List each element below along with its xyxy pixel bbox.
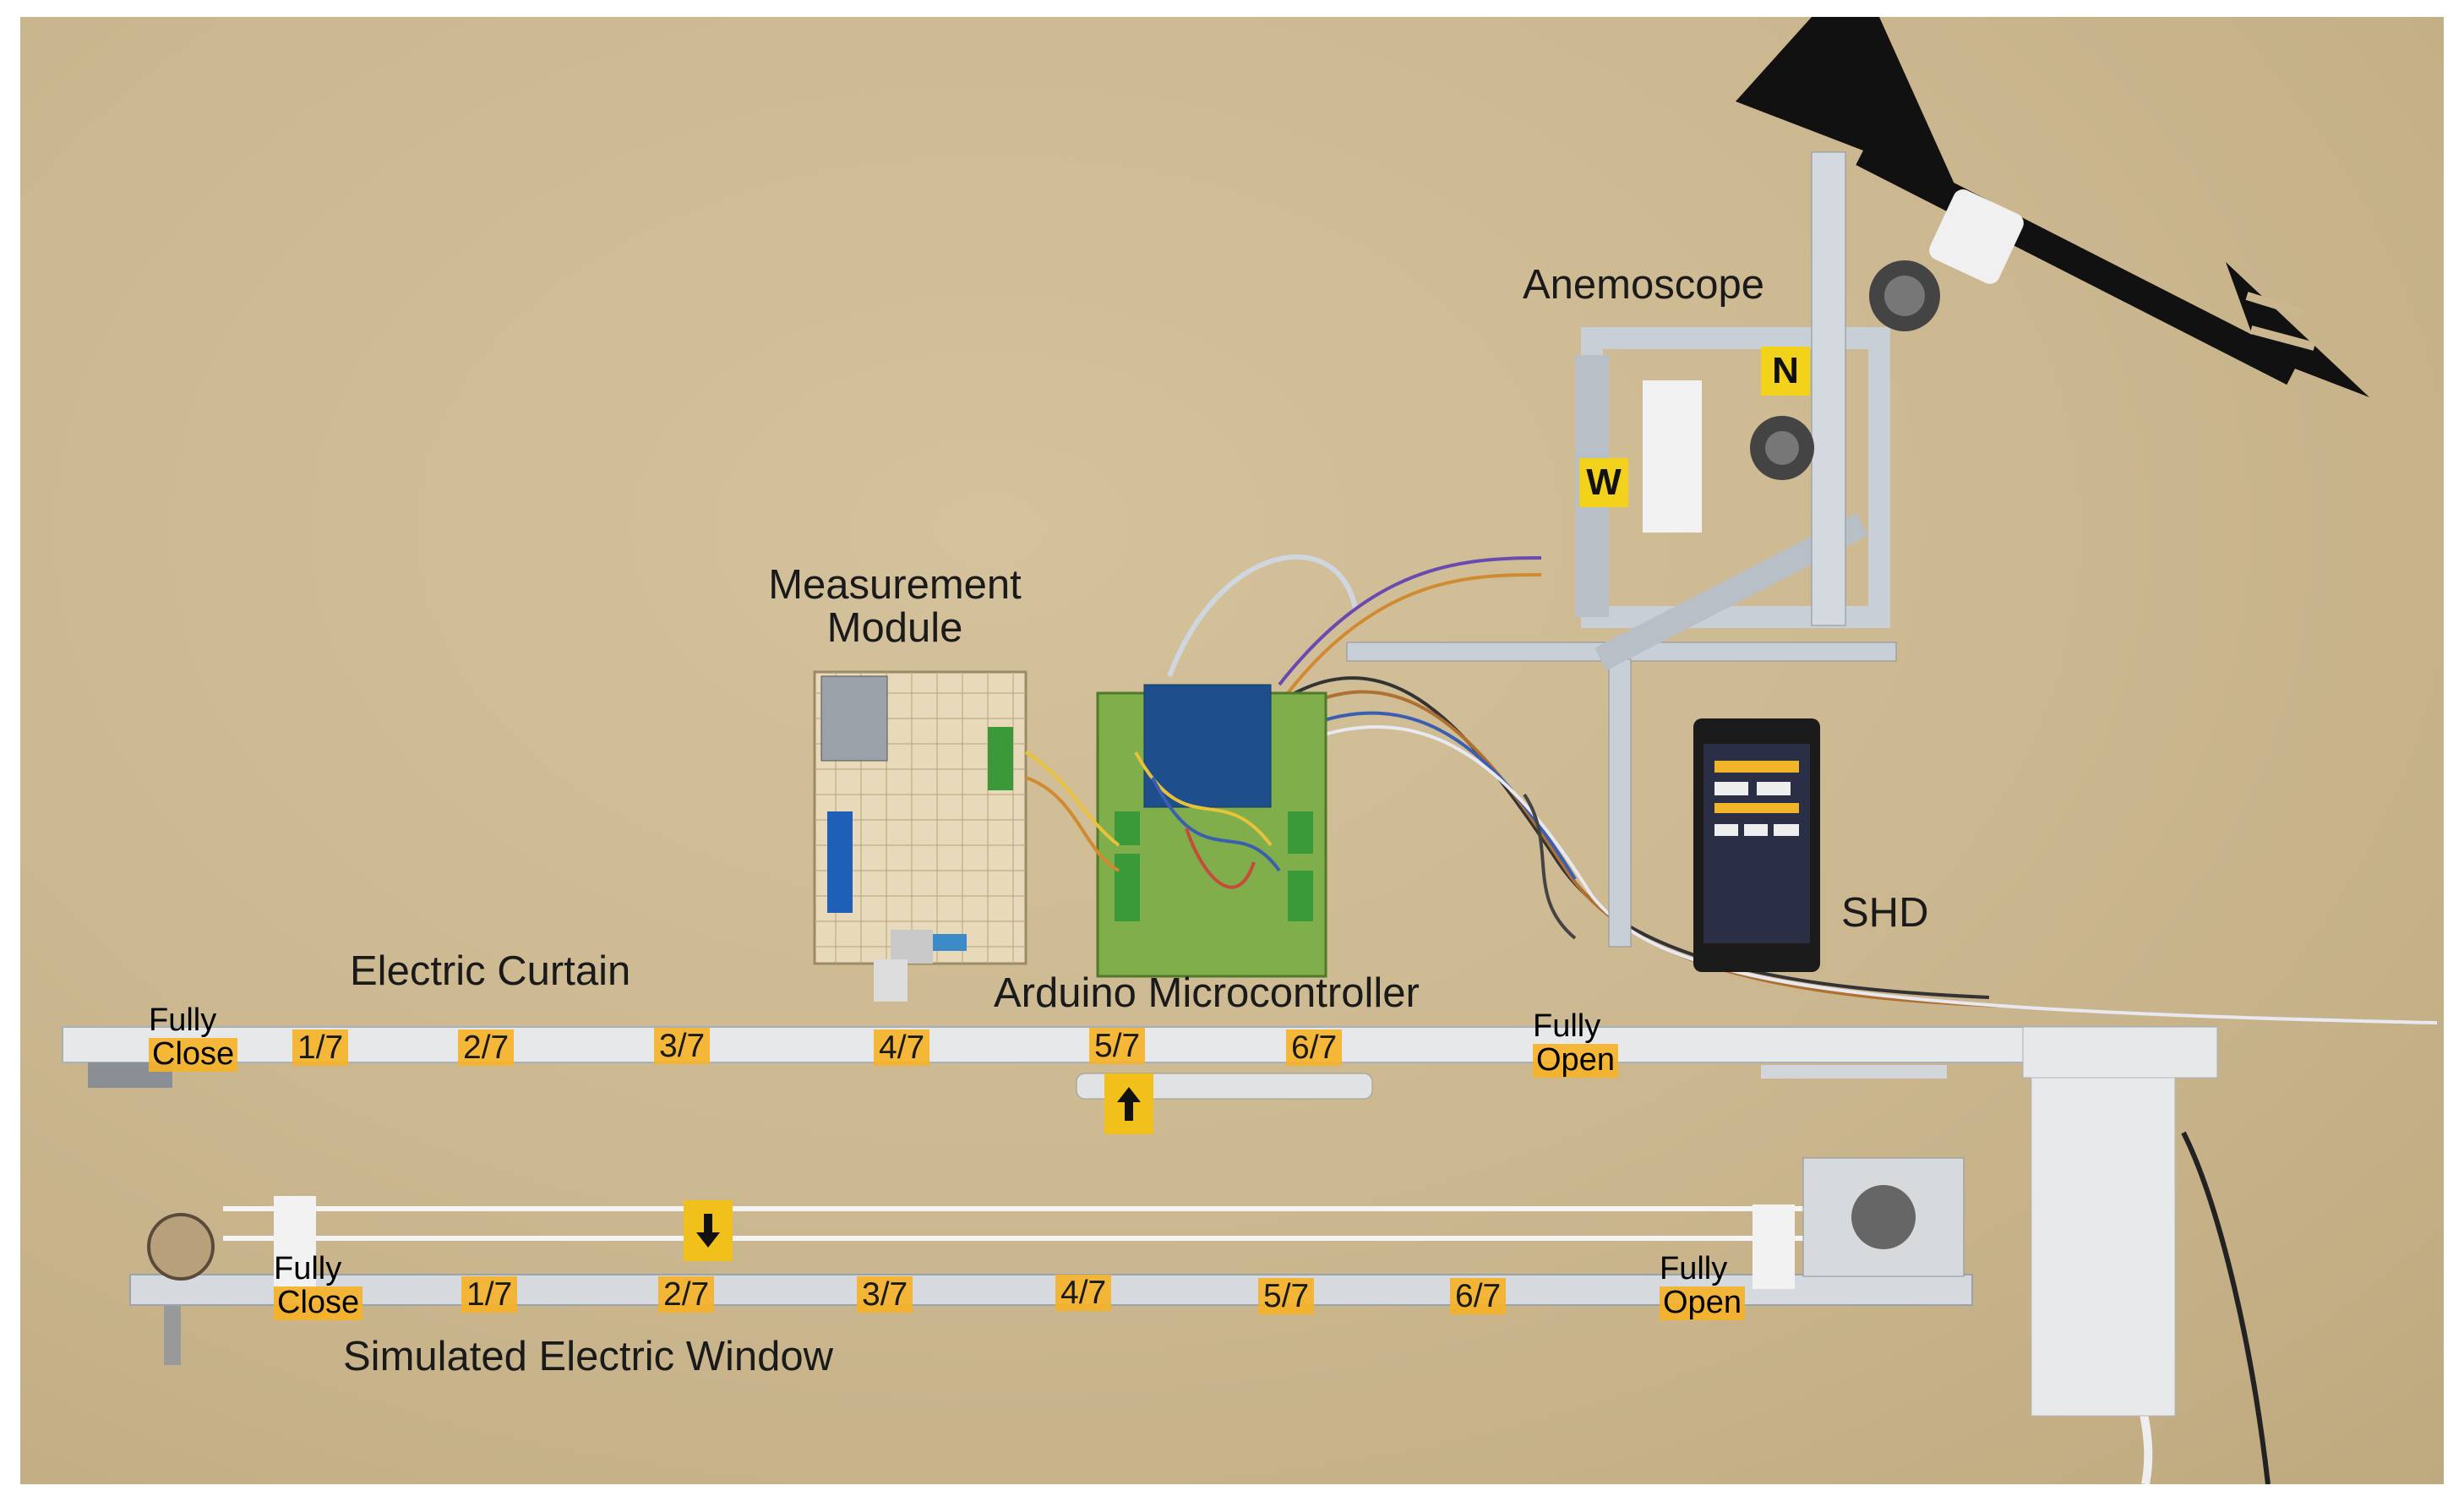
electric-curtain-label: Electric Curtain xyxy=(350,948,631,994)
anemoscope-label: Anemoscope xyxy=(1523,262,1765,308)
measurement-module-label: Measurement Module xyxy=(768,562,1022,652)
window-mark-3-7: 3/7 xyxy=(857,1276,913,1313)
anemoscope-device xyxy=(1346,17,2369,948)
north-tag: N xyxy=(1761,347,1810,396)
curtain-fully-close: Fully Close xyxy=(149,1002,238,1072)
curtain-mark-3-7: 3/7 xyxy=(654,1028,711,1064)
curtain-mark-5-7: 5/7 xyxy=(1089,1028,1146,1064)
simulated-window-label: Simulated Electric Window xyxy=(343,1334,834,1379)
window-fully-close: Fully Close xyxy=(274,1251,363,1320)
measurement-module-label-line1: Measurement xyxy=(768,562,1022,608)
arduino-board xyxy=(1024,684,1327,978)
curtain-mark-1-7: 1/7 xyxy=(292,1030,349,1066)
curtain-fully-open-line1: Fully xyxy=(1533,1008,1601,1044)
window-fully-open-line2: Open xyxy=(1660,1286,1745,1320)
shd-label: SHD xyxy=(1841,890,1929,936)
curtain-fully-open-line2: Open xyxy=(1533,1043,1618,1078)
window-fully-close-line1: Fully xyxy=(274,1251,342,1286)
window-mark-5-7: 5/7 xyxy=(1258,1278,1315,1314)
window-fully-close-line2: Close xyxy=(274,1286,363,1320)
window-fully-open: Fully Open xyxy=(1660,1251,1745,1320)
window-mark-1-7: 1/7 xyxy=(461,1276,518,1313)
curtain-up-arrow-icon xyxy=(1104,1073,1153,1134)
curtain-fully-close-line1: Fully xyxy=(149,1002,217,1038)
arduino-label: Arduino Microcontroller xyxy=(994,970,1420,1016)
measurement-module-label-line2: Module xyxy=(826,605,963,652)
west-tag: W xyxy=(1579,458,1628,507)
curtain-mark-4-7: 4/7 xyxy=(874,1030,930,1066)
smartphone-device xyxy=(1693,718,1820,972)
window-mark-2-7: 2/7 xyxy=(658,1276,715,1313)
window-mark-6-7: 6/7 xyxy=(1450,1278,1507,1314)
window-fully-open-line1: Fully xyxy=(1660,1251,1728,1286)
window-mark-4-7: 4/7 xyxy=(1055,1275,1112,1311)
curtain-mark-6-7: 6/7 xyxy=(1286,1030,1343,1066)
hardware-illustration xyxy=(62,17,2438,1484)
curtain-fully-open: Fully Open xyxy=(1533,1008,1618,1078)
window-down-arrow-icon xyxy=(684,1200,733,1261)
measurement-module-board xyxy=(813,670,1028,1002)
photo-scene: Anemoscope Measurement Module Electric C… xyxy=(20,17,2444,1484)
curtain-mark-2-7: 2/7 xyxy=(458,1030,515,1066)
curtain-fully-close-line2: Close xyxy=(149,1037,238,1072)
